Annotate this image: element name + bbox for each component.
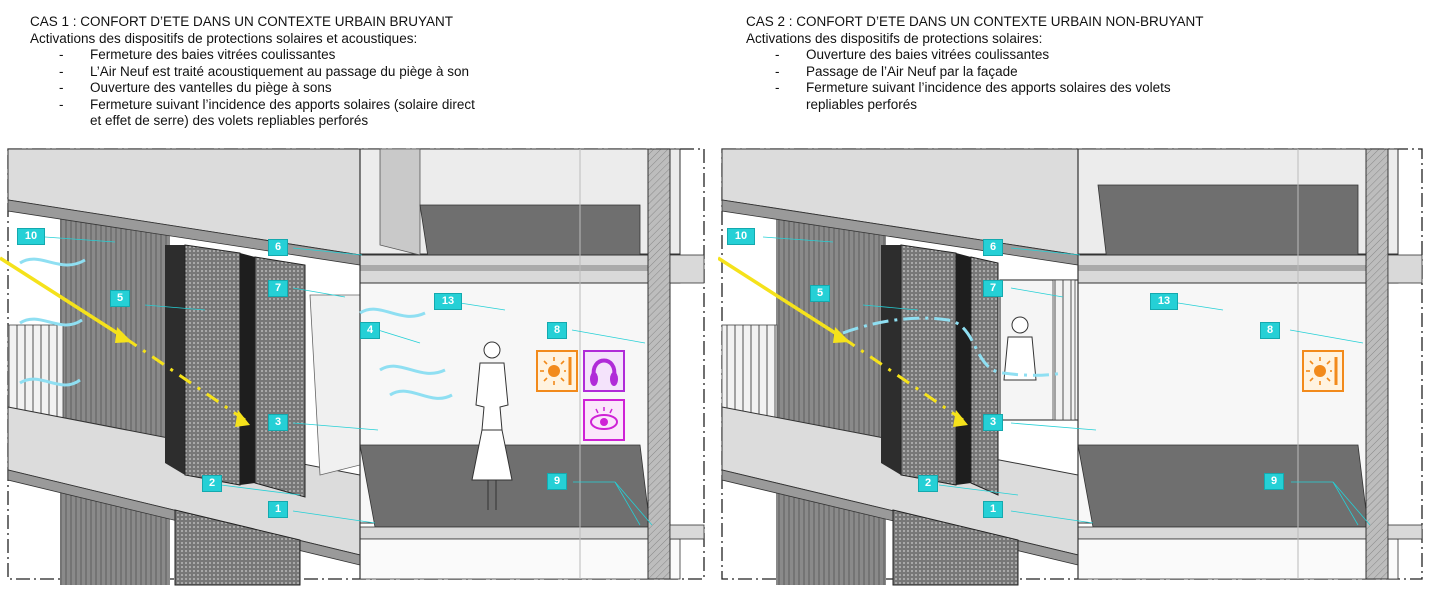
label-10: 10 — [17, 228, 45, 245]
list-item: L’Air Neuf est traité acoustiquement au … — [30, 64, 480, 81]
case-2-panel: CAS 2 : CONFORT D’ETE DANS UN CONTEXTE U… — [718, 0, 1430, 590]
case-2-title: CAS 2 : CONFORT D’ETE DANS UN CONTEXTE U… — [746, 14, 1204, 29]
label-4: 4 — [360, 322, 380, 339]
air-flow-arrows — [842, 316, 1064, 377]
case-1-section-drawing: 10 6 5 7 13 4 8 3 2 9 1 — [0, 145, 712, 590]
ear-protection-icon — [583, 350, 625, 392]
label-5: 5 — [110, 290, 130, 307]
label-5: 5 — [810, 285, 830, 302]
label-2: 2 — [202, 475, 222, 492]
label-3: 3 — [983, 414, 1003, 431]
case-1-list: Fermeture des baies vitrées coulissantes… — [30, 47, 480, 130]
case-2-list: Ouverture des baies vitrées coulissantes… — [746, 47, 1216, 113]
sun-protection-icon — [536, 350, 578, 392]
facade-section-drawing — [0, 148, 705, 586]
label-1: 1 — [983, 501, 1003, 518]
label-13: 13 — [1150, 293, 1178, 310]
case-1-intro: Activations des dispositifs de protectio… — [30, 30, 418, 46]
label-1: 1 — [268, 501, 288, 518]
case-1-panel: CAS 1 : CONFORT D’ETE DANS UN CONTEXTE U… — [0, 0, 712, 590]
list-item: Ouverture des vantelles du piège à sons — [30, 80, 480, 97]
person-figure — [471, 341, 513, 510]
label-13: 13 — [434, 293, 462, 310]
case-2-description: CAS 2 : CONFORT D’ETE DANS UN CONTEXTE U… — [746, 14, 1216, 113]
case-2-section-drawing: 10 6 5 7 13 8 3 2 9 1 — [718, 145, 1430, 590]
list-item: Ouverture des baies vitrées coulissantes — [746, 47, 1216, 64]
eye-icon — [583, 399, 625, 441]
case-2-intro: Activations des dispositifs de protectio… — [746, 30, 1043, 46]
label-8: 8 — [547, 322, 567, 339]
label-9: 9 — [547, 473, 567, 490]
facade-section-drawing — [718, 148, 1423, 586]
air-flow-arrows — [19, 257, 453, 400]
list-item: Passage de l’Air Neuf par la façade — [746, 64, 1216, 81]
sun-protection-icon — [1302, 350, 1344, 392]
label-8: 8 — [1260, 322, 1280, 339]
label-10: 10 — [727, 228, 755, 245]
case-1-title: CAS 1 : CONFORT D’ETE DANS UN CONTEXTE U… — [30, 14, 454, 29]
label-7: 7 — [268, 280, 288, 297]
label-7: 7 — [983, 280, 1003, 297]
label-9: 9 — [1264, 473, 1284, 490]
label-6: 6 — [983, 239, 1003, 256]
label-2: 2 — [918, 475, 938, 492]
list-item: Fermeture suivant l’incidence des apport… — [30, 97, 480, 130]
person-figure — [1003, 316, 1037, 381]
label-6: 6 — [268, 239, 288, 256]
label-3: 3 — [268, 414, 288, 431]
case-1-description: CAS 1 : CONFORT D’ETE DANS UN CONTEXTE U… — [30, 14, 480, 130]
list-item: Fermeture des baies vitrées coulissantes — [30, 47, 480, 64]
list-item: Fermeture suivant l’incidence des apport… — [746, 80, 1216, 113]
